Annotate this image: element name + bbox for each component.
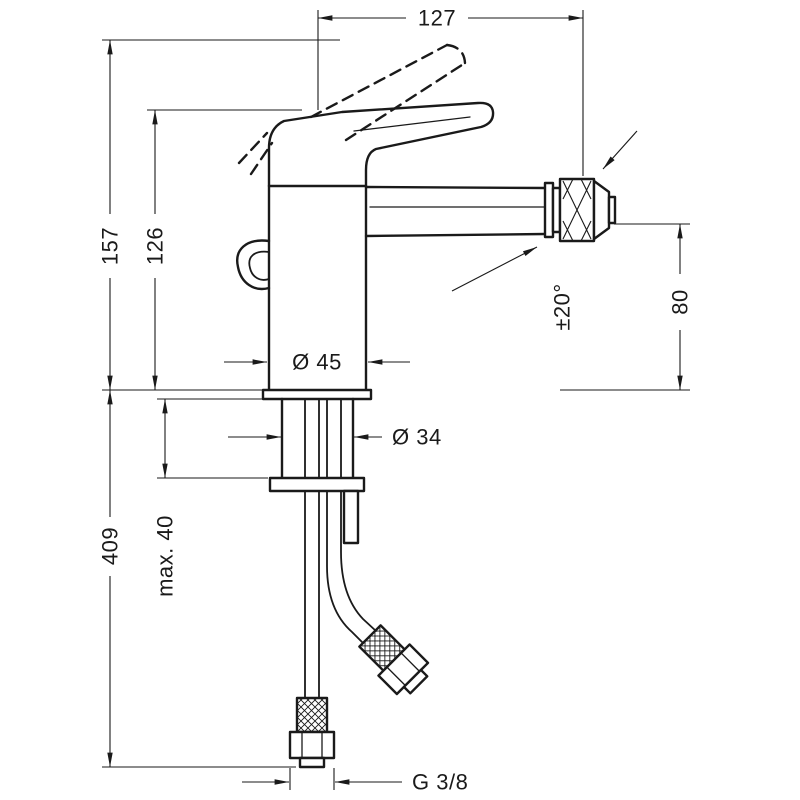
dim-label-157: 157 xyxy=(98,227,123,265)
dimension-connection-thread: G 3/8 xyxy=(242,768,468,795)
supply-hose-left xyxy=(304,490,320,699)
dim-label-d45: Ø 45 xyxy=(292,350,342,375)
dim-label-max40: max. 40 xyxy=(153,515,178,597)
dim-label-126: 126 xyxy=(143,227,168,265)
base-flange xyxy=(261,388,373,401)
handle-lever-raised-dashed xyxy=(237,43,467,176)
mounting-shank xyxy=(280,397,355,480)
dimension-below-deck-length: 409 xyxy=(98,389,123,768)
aerator xyxy=(543,177,617,243)
braided-ferrule xyxy=(295,696,329,734)
dimension-total-height: 157 xyxy=(98,39,123,391)
dim-label-409: 409 xyxy=(98,527,123,565)
dimensions: 127 157 126 409 max. 40 xyxy=(98,6,693,795)
connector-nut xyxy=(288,730,336,760)
spout xyxy=(364,185,547,238)
dimension-tap-hole-diameter: Ø 34 xyxy=(228,425,442,450)
mounting-stud xyxy=(342,489,360,545)
dim-label-angle: ±20° xyxy=(550,283,575,330)
dim-label-thread: G 3/8 xyxy=(412,770,468,795)
dimension-base-diameter: Ø 45 xyxy=(224,350,410,375)
dim-label-80: 80 xyxy=(668,289,693,314)
mounting-washer xyxy=(268,476,366,545)
handle-lever xyxy=(267,101,495,188)
dim-label-127: 127 xyxy=(418,6,456,31)
dimension-outlet-height: 80 xyxy=(560,223,693,391)
dimension-max-deck-thickness: max. 40 xyxy=(153,398,268,597)
dimension-spray-angle: ±20° xyxy=(451,130,638,331)
faucet-body xyxy=(267,184,368,392)
dimension-body-height: 126 xyxy=(143,109,168,391)
dimension-spout-reach: 127 xyxy=(317,6,584,176)
hose-connector-bottom xyxy=(288,696,336,769)
supply-hose-right xyxy=(326,490,377,644)
drain-pull-hook xyxy=(236,239,271,291)
faucet-drawing xyxy=(236,43,617,769)
hose-connector-angled xyxy=(358,624,430,696)
dim-label-d34: Ø 34 xyxy=(392,425,442,450)
